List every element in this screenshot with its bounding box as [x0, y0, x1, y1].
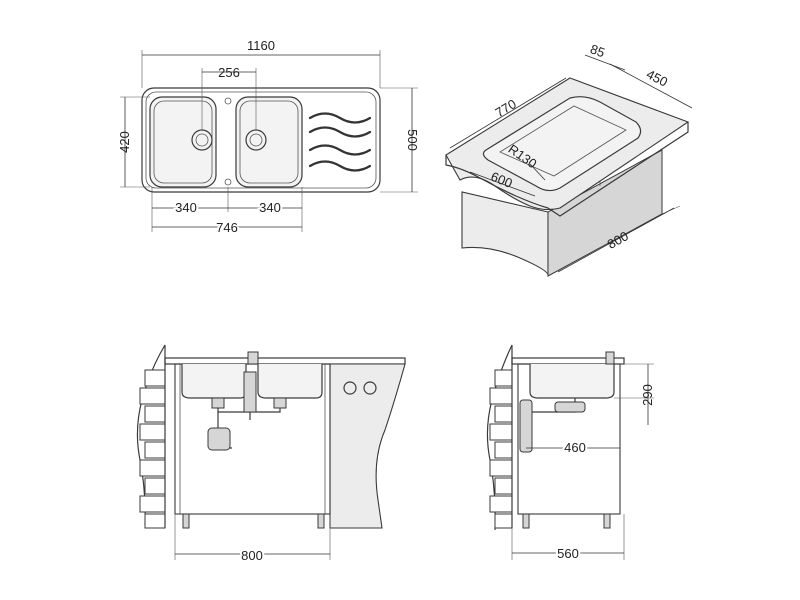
side-view: 290 460 560 — [486, 344, 655, 563]
dim-iso-depth: 450 — [644, 66, 670, 89]
right-bowl-inner — [239, 100, 299, 184]
left-bowl — [149, 96, 217, 188]
dim-side-height: 290 — [640, 384, 655, 406]
dim-bowl-spacing: 256 — [218, 65, 240, 80]
dim-bowls-total: 746 — [216, 220, 238, 235]
front-view: 800 — [136, 344, 406, 565]
drainer-groove — [308, 144, 372, 156]
top-view-inner-rim — [145, 91, 377, 189]
iso-countertop-edge — [445, 122, 689, 217]
dim-top-length: 1160 — [247, 38, 275, 53]
iso-bowl — [482, 96, 642, 192]
drainer-groove — [308, 112, 372, 124]
drainer-groove — [308, 126, 372, 138]
side-brick-wall — [486, 344, 513, 531]
dim-side-cabinet: 560 — [557, 546, 579, 561]
front-bowl-left — [181, 364, 247, 399]
front-countertop — [164, 357, 406, 365]
dim-iso-width: 85 — [588, 41, 607, 60]
overflow-hole-icon — [224, 178, 232, 186]
top-view: 1160 256 420 500 340 340 746 — [117, 38, 420, 237]
front-valve-icon — [343, 381, 357, 395]
dim-overall-depth: 500 — [405, 129, 420, 151]
front-valve-icon — [363, 381, 377, 395]
right-drain-inner-icon — [249, 133, 263, 147]
side-faucet — [605, 351, 615, 365]
right-bowl — [235, 96, 303, 188]
front-bowl-right — [257, 364, 323, 399]
side-bowl — [529, 364, 615, 399]
dim-sink-depth: 420 — [117, 131, 132, 153]
drainer-groove — [308, 160, 372, 172]
iso-bowl-inner — [499, 105, 627, 177]
front-side-panel — [329, 363, 406, 529]
dim-front-cabinet: 800 — [241, 548, 263, 563]
drainer-grooves — [308, 112, 372, 172]
front-brick-wall — [136, 344, 166, 529]
front-faucet — [247, 351, 259, 365]
dim-bowl-left: 340 — [175, 200, 197, 215]
dim-side-drain: 460 — [564, 440, 586, 455]
top-view-outline — [141, 87, 381, 193]
isometric-view: 85 450 770 R130 600 800 — [445, 41, 693, 277]
tap-hole-icon — [224, 97, 232, 105]
left-drain-inner-icon — [195, 133, 209, 147]
dim-bowl-right: 340 — [259, 200, 281, 215]
